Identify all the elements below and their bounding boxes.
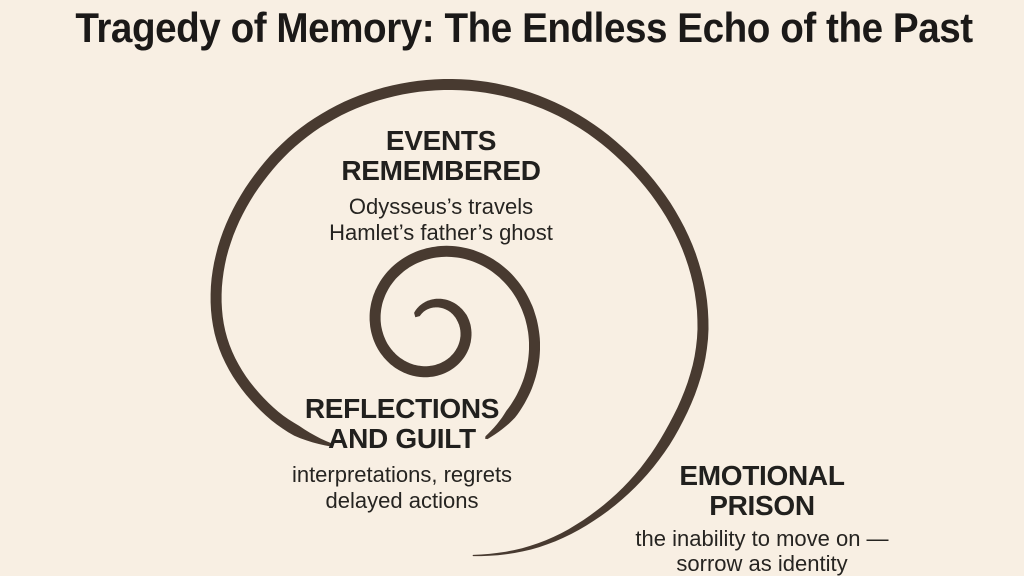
stage-label-line: PRISON [709, 490, 815, 521]
stage-detail-line: delayed actions [325, 488, 479, 513]
stage-detail-line: Odysseus’s travels [348, 194, 534, 219]
page-title: Tragedy of Memory: The Endless Echo of t… [36, 2, 1011, 54]
stage-label-line: REFLECTIONS [304, 393, 500, 424]
stage-details: interpretations, regrets delayed actions [292, 462, 512, 514]
stage-label-line: AND GUILT [328, 423, 476, 454]
stage-label-line: REMEMBERED [341, 155, 541, 186]
stage-reflections-and-guilt: REFLECTIONS AND GUILT interpretations, r… [292, 394, 512, 514]
stage-detail-line: interpretations, regrets [291, 462, 513, 487]
stage-emotional-prison: EMOTIONAL PRISON the inability to move o… [635, 461, 888, 576]
stage-detail-line: sorrow as identity [676, 551, 848, 576]
stage-detail-line: Hamlet’s father’s ghost [329, 220, 553, 245]
stage-label-line: EVENTS [385, 125, 497, 156]
stage-events-remembered: EVENTS REMEMBERED Odysseus’s travels Ham… [329, 126, 553, 246]
stage-details: Odysseus’s travels Hamlet’s father’s gho… [329, 194, 553, 246]
stage-detail-line: the inability to move on — [635, 526, 889, 551]
stage-label-line: EMOTIONAL [679, 460, 845, 491]
page-title-text: Tragedy of Memory: The Endless Echo of t… [75, 4, 973, 51]
stage-details: the inability to move on — sorrow as ide… [635, 526, 888, 576]
